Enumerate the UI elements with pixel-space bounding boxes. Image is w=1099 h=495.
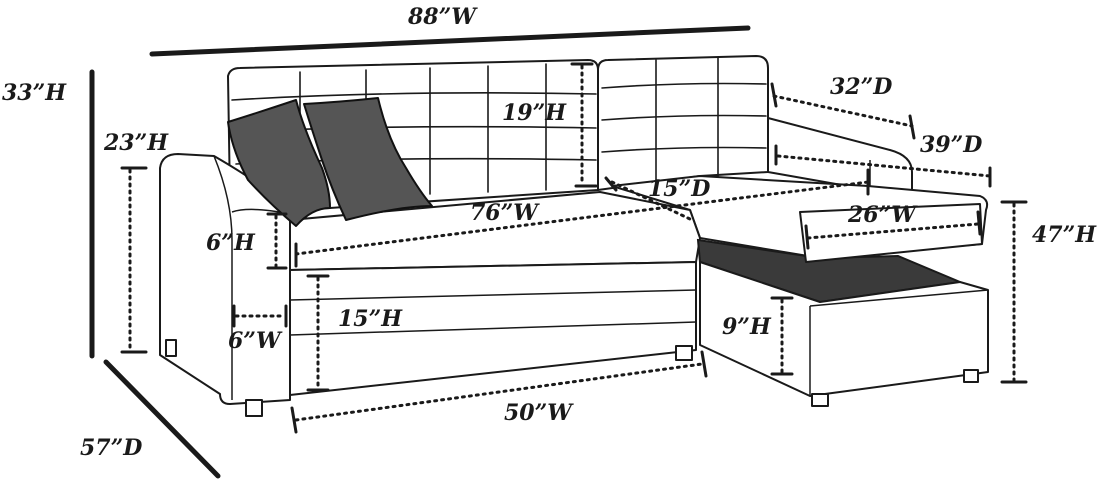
overall-width-label: 88”W [407,4,478,30]
storage-ottoman [699,261,989,397]
seat-depth-label: 15”D [648,176,710,202]
chaise-width-label: 26”W [847,202,918,228]
chaise-height-label: 47”H [1032,222,1097,248]
arm-width-label: 6”W [228,328,283,354]
arm-drop-label: 6”H [206,230,256,256]
chaise-depth-top-label: 32”D [830,74,892,100]
leg [245,399,263,417]
pillow-right [303,97,433,221]
sofa-illustration [159,55,989,417]
arm-height-label: 23”H [103,130,169,156]
leg [675,345,693,361]
overall-depth-line [103,359,221,479]
chaise-depth-label: 39”D [920,132,982,158]
overall-height-label: 33”H [2,80,67,106]
storage-depth-label: 9”H [722,314,772,340]
chaise-back-cushion [597,55,769,191]
pillow-left [227,99,331,227]
dimension-labels: 88”W 33”H 57”D 23”H 19”H 32”D 39”D 15”D … [2,4,1097,461]
seat-height-label: 15”H [338,306,403,332]
leg [811,393,829,407]
base-width-label: 50”W [504,400,574,426]
back-height-label: 19”H [502,100,567,126]
back-tufting [231,57,767,201]
storage-lid [799,203,983,263]
overall-depth-label: 57”D [80,435,142,461]
leg [963,369,979,383]
dimension-lines [89,25,1028,479]
overall-width-line [149,25,751,57]
leg [165,339,177,357]
seat-width-label: 76”W [470,200,540,226]
